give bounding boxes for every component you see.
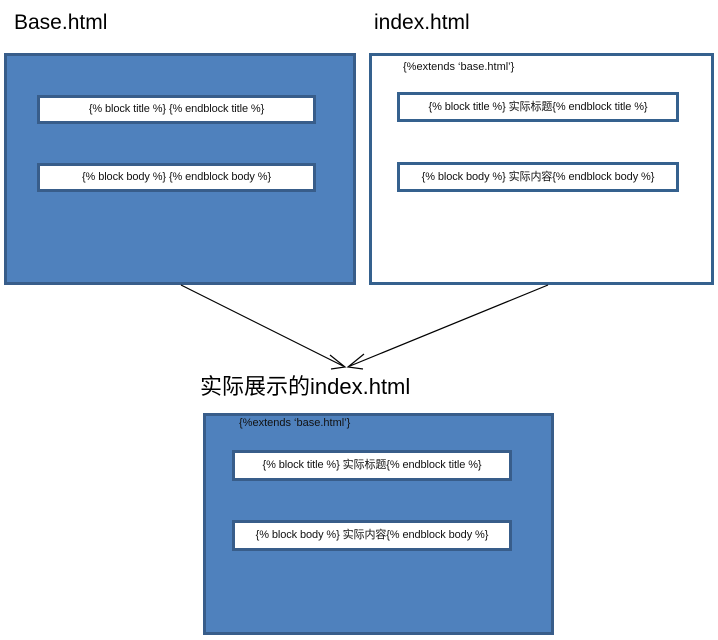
index-block-title: {% block title %} 实际标题{% endblock title … xyxy=(397,92,679,122)
index-block-title-text: {% block title %} 实际标题{% endblock title … xyxy=(428,100,648,113)
arrow-index-to-result xyxy=(346,284,549,370)
base-block-body-text: {% block body %} {% endblock body %} xyxy=(81,171,272,183)
index-extends-line: {%extends ‘base.html’} xyxy=(403,61,515,73)
base-panel-title: Base.html xyxy=(14,11,108,34)
base-block-title: {% block title %} {% endblock title %} xyxy=(37,95,316,124)
result-panel-title: 实际展示的index.html xyxy=(200,374,411,399)
result-extends-line: {%extends ‘base.html’} xyxy=(239,417,351,429)
arrow-base-to-result xyxy=(180,284,347,370)
result-block-body: {% block body %} 实际内容{% endblock body %} xyxy=(232,520,512,551)
result-block-body-text: {% block body %} 实际内容{% endblock body %} xyxy=(255,529,489,541)
index-block-body-text: {% block body %} 实际内容{% endblock body %} xyxy=(421,170,655,183)
index-panel-title: index.html xyxy=(374,11,470,34)
result-block-title-text: {% block title %} 实际标题{% endblock title … xyxy=(262,459,482,471)
base-block-title-text: {% block title %} {% endblock title %} xyxy=(88,103,265,115)
index-block-body: {% block body %} 实际内容{% endblock body %} xyxy=(397,162,679,192)
base-block-body: {% block body %} {% endblock body %} xyxy=(37,163,316,192)
result-block-title: {% block title %} 实际标题{% endblock title … xyxy=(232,450,512,481)
